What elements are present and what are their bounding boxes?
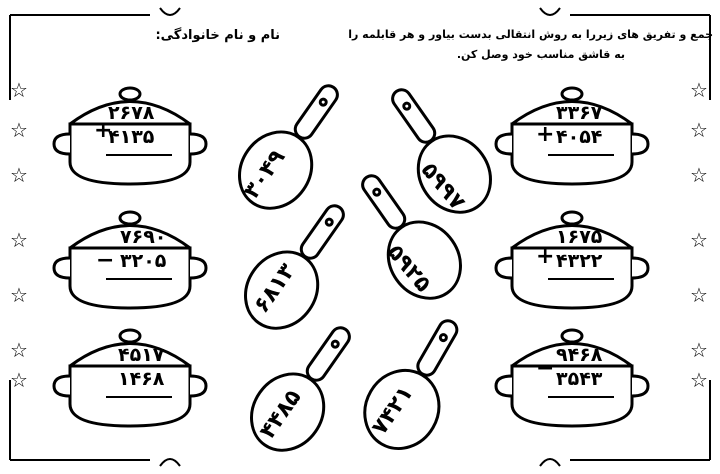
- star-icon: ☆: [690, 283, 708, 307]
- pot-bottom-number: ۴۱۳۵: [108, 126, 155, 148]
- plus-operator: +: [536, 122, 555, 147]
- pot-problem[interactable]: ۹۴۶۸ ۳۵۴۳ −: [490, 316, 650, 436]
- answer-line: [548, 278, 614, 280]
- star-icon: ☆: [10, 368, 28, 392]
- pot-top-number: ۹۴۶۸: [556, 344, 603, 366]
- pot-bottom-number: ۴۰۵۴: [556, 126, 603, 148]
- spoon-answer[interactable]: ۴۴۸۵: [244, 312, 364, 462]
- pot-top-number: ۳۳۶۷: [556, 102, 603, 124]
- pot-bottom-number: ۱۴۶۸: [118, 368, 165, 390]
- instructions-line-2: به قاشق مناسب خود وصل کن.: [456, 48, 625, 61]
- spoon-icon: [238, 84, 339, 210]
- star-icon: ☆: [10, 163, 28, 187]
- answer-line: [548, 396, 614, 398]
- star-icon: ☆: [10, 78, 28, 102]
- spoon-answer[interactable]: ۵۹۹۷: [378, 74, 498, 224]
- spoon-icon: [361, 174, 462, 300]
- answer-line: [106, 278, 172, 280]
- spoon-answer[interactable]: ۳۰۴۹: [232, 70, 352, 220]
- pot-problem[interactable]: ۲۶۷۸ ۴۱۳۵ +: [48, 74, 208, 194]
- pot-problem[interactable]: ۱۶۷۵ ۴۳۲۲ +: [490, 198, 650, 318]
- star-icon: ☆: [690, 118, 708, 142]
- pot-top-number: ۱۶۷۵: [556, 226, 603, 248]
- star-icon: ☆: [10, 118, 28, 142]
- spoon-icon: [391, 88, 492, 214]
- answer-line: [548, 154, 614, 156]
- spoon-answer[interactable]: ۶۸۱۳: [238, 190, 358, 340]
- pot-top-number: ۴۵۱۷: [118, 344, 165, 366]
- answer-line: [106, 154, 172, 156]
- spoon-icon: [363, 319, 459, 451]
- name-label: نام و نام خانوادگی:: [155, 28, 280, 43]
- minus-operator: −: [96, 248, 115, 273]
- star-icon: ☆: [10, 338, 28, 362]
- star-icon: ☆: [690, 228, 708, 252]
- star-icon: ☆: [10, 228, 28, 252]
- spoon-icon: [250, 326, 351, 452]
- pot-problem[interactable]: ۷۶۹۰ ۳۲۰۵ −: [48, 198, 208, 318]
- instructions-line-1: جمع و تفریق های زیررا به روش انتقالی بدس…: [348, 28, 713, 41]
- plus-operator: +: [536, 244, 555, 269]
- pot-top-number: ۷۶۹۰: [120, 226, 167, 248]
- star-icon: ☆: [690, 78, 708, 102]
- spoon-icon: [244, 204, 345, 330]
- spoon-answer[interactable]: ۷۴۲۱: [356, 308, 476, 458]
- minus-operator: −: [536, 356, 555, 381]
- minus-operator: −: [102, 354, 121, 379]
- pot-bottom-number: ۴۳۲۲: [556, 250, 603, 272]
- spoon-answer[interactable]: ۵۹۲۵: [348, 160, 468, 310]
- pot-top-number: ۲۶۷۸: [108, 102, 155, 124]
- star-icon: ☆: [690, 368, 708, 392]
- star-icon: ☆: [10, 283, 28, 307]
- pot-problem[interactable]: ۳۳۶۷ ۴۰۵۴ +: [490, 74, 650, 194]
- star-icon: ☆: [690, 163, 708, 187]
- answer-line: [106, 396, 172, 398]
- pot-bottom-number: ۳۵۴۳: [556, 368, 603, 390]
- pot-problem[interactable]: ۴۵۱۷ ۱۴۶۸ −: [48, 316, 208, 436]
- pot-bottom-number: ۳۲۰۵: [120, 250, 167, 272]
- star-icon: ☆: [690, 338, 708, 362]
- plus-operator: +: [94, 118, 113, 143]
